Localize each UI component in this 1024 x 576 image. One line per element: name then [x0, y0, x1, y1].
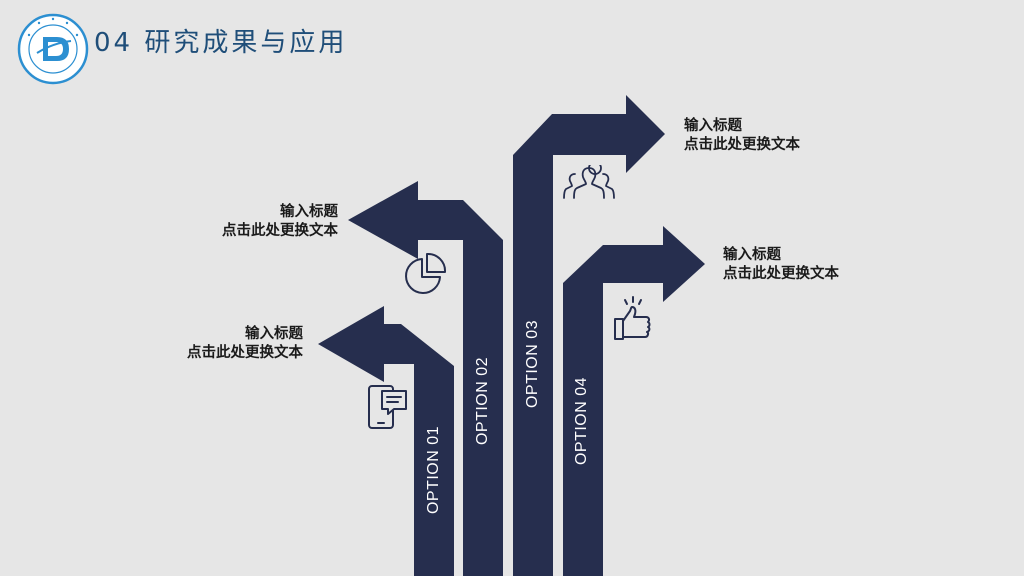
option-02-label: OPTION 02: [474, 356, 491, 446]
option-03-text: 点击此处更换文本: [684, 137, 800, 153]
arrow-option-03: [513, 95, 665, 576]
option-01-text: 点击此处更换文本: [187, 345, 303, 361]
option-04-caption: 输入标题 点击此处更换文本: [723, 246, 839, 284]
option-04-label: OPTION 04: [573, 376, 590, 466]
arrow-option-02: [348, 181, 503, 576]
option-02-title: 输入标题: [280, 204, 338, 220]
option-04-text: 点击此处更换文本: [723, 266, 839, 282]
option-01-title: 输入标题: [245, 326, 303, 342]
option-03-label: OPTION 03: [524, 319, 541, 409]
arrow-option-01: [318, 306, 454, 576]
phone-chat-icon: [368, 385, 407, 429]
university-seal-icon: [17, 13, 89, 85]
option-01-label: OPTION 01: [425, 425, 442, 515]
arrow-option-04: [563, 226, 705, 576]
team-people-icon: [563, 165, 615, 199]
option-02-text: 点击此处更换文本: [222, 223, 338, 239]
page-title: 04 研究成果与应用: [94, 28, 348, 58]
pie-chart-icon: [405, 252, 447, 294]
option-02-caption: 输入标题 点击此处更换文本: [222, 203, 338, 241]
thumbs-up-icon: [614, 296, 651, 340]
option-03-title: 输入标题: [684, 118, 742, 134]
option-03-caption: 输入标题 点击此处更换文本: [684, 117, 800, 155]
option-01-caption: 输入标题 点击此处更换文本: [187, 325, 303, 363]
option-04-title: 输入标题: [723, 247, 781, 263]
